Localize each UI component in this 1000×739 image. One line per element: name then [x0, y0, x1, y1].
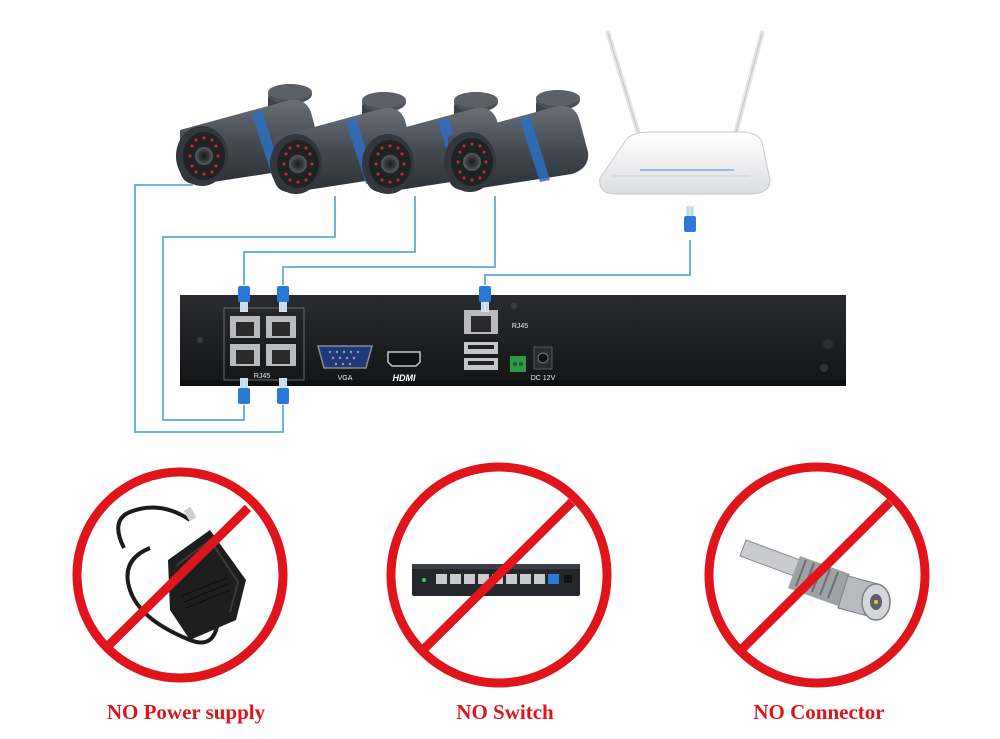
prohibit-circle-switch	[386, 462, 612, 688]
lan-usb-ports: RJ45	[464, 310, 528, 370]
prohibit-slash-switch	[421, 498, 576, 652]
no-switch-panel	[386, 462, 612, 688]
network-cables	[134, 184, 691, 433]
prohibit-slash-power	[104, 504, 252, 650]
cable-camera-1	[134, 184, 284, 433]
hdmi-label: HDMI	[393, 373, 416, 383]
router-plug	[683, 205, 697, 233]
cable-router	[484, 240, 691, 285]
cable-camera-3	[243, 196, 416, 285]
prohibit-slash-connector	[739, 498, 894, 652]
no-power-supply-panel	[72, 467, 288, 683]
poe-port-group: RJ45	[223, 307, 305, 381]
poe-port-label: RJ45	[254, 373, 270, 380]
vga-label: VGA	[338, 375, 353, 382]
caption-no-switch: NO Switch	[456, 700, 554, 724]
caption-no-power-supply: NO Power supply	[106, 700, 266, 724]
nvr-recorder: RJ45 VGA HDMI RJ45	[180, 285, 846, 405]
lan-port-label: RJ45	[512, 323, 528, 330]
prohibit-circle-power	[72, 467, 288, 683]
dc-power-jack: DC 12V	[531, 346, 556, 382]
hdmi-port: HDMI	[387, 351, 421, 383]
caption-no-connector: NO Connector	[753, 700, 885, 724]
no-connector-panel	[704, 462, 930, 688]
vga-port: VGA	[317, 345, 373, 382]
cable-camera-4	[282, 196, 496, 285]
dc-power-label: DC 12V	[531, 375, 556, 382]
cable-camera-2	[162, 196, 336, 421]
wifi-router	[599, 30, 771, 195]
prohibit-circle-connector	[704, 462, 930, 688]
power-adapter-image	[116, 505, 246, 645]
alarm-terminal	[510, 356, 526, 372]
